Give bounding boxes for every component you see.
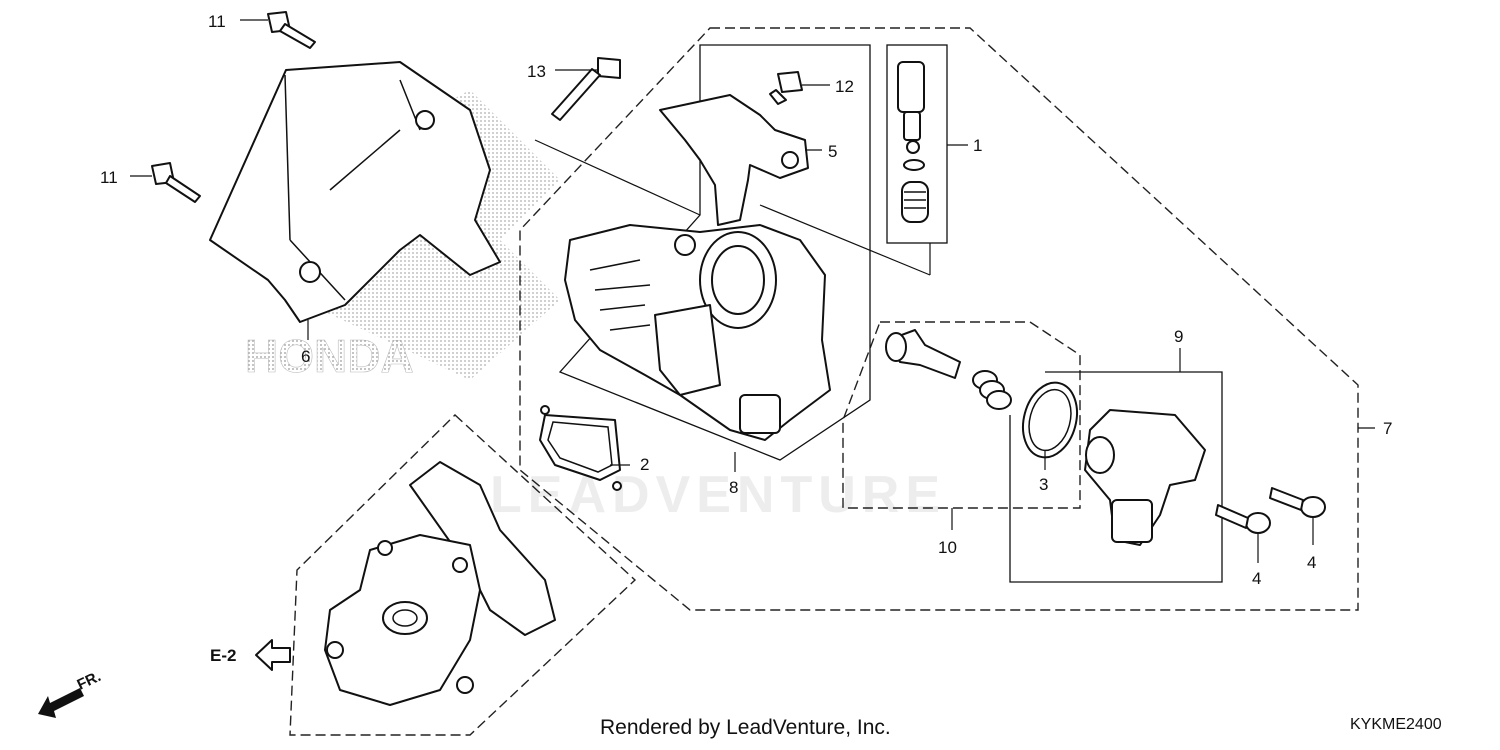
intake-pipe-frame	[289, 414, 637, 736]
throttle-body-part-8	[564, 224, 831, 441]
sensor-part-9	[1084, 409, 1206, 546]
spring-part-10	[972, 370, 1012, 410]
callout-2: 2	[640, 455, 649, 474]
callout-3: 3	[1039, 475, 1048, 494]
gasket-part-2	[539, 405, 622, 491]
bracket-part-5	[659, 94, 809, 226]
callout-8: 8	[729, 478, 738, 497]
intake-pipe	[324, 461, 556, 706]
rendered-by-credit: Rendered by LeadVenture, Inc.	[600, 716, 891, 739]
callout-7: 7	[1383, 419, 1392, 438]
callout-12: 12	[835, 77, 854, 96]
front-arrow-icon	[38, 688, 84, 718]
screw-part-4-left	[1215, 504, 1271, 534]
left-arrow-icon	[255, 639, 291, 671]
o-ring-part-3	[1022, 381, 1078, 459]
callout-4-right: 4	[1307, 553, 1316, 572]
shaft-part-10	[885, 329, 1012, 410]
protector-part-6	[209, 61, 501, 323]
front-label: FR.	[75, 668, 104, 694]
callout-5: 5	[828, 142, 837, 161]
frame-9	[1009, 371, 1223, 583]
e2-reference: E-2	[210, 639, 291, 671]
screw-part-4-right	[1269, 487, 1326, 518]
honda-watermark-text: HONDA	[245, 330, 414, 382]
frame-10	[842, 321, 1081, 509]
callout-10: 10	[938, 538, 957, 557]
callout-9: 9	[1174, 327, 1183, 346]
callouts: 11 11 13 12 1 5 6 2 8 9 7 3 10 4 4	[100, 12, 1392, 588]
injector-part-1	[897, 61, 929, 223]
callout-11-left: 11	[100, 168, 118, 187]
leadventure-watermark: LEADVENTURE	[490, 466, 946, 524]
callout-4-left: 4	[1252, 569, 1261, 588]
bolt-11-left	[151, 162, 201, 203]
bolt-11-top	[267, 11, 316, 49]
leader-lines	[130, 19, 1375, 563]
e2-label: E-2	[210, 646, 236, 665]
throttle-body-assembly-frame	[519, 27, 1359, 611]
bolt-13	[551, 57, 621, 121]
callout-1: 1	[973, 136, 982, 155]
frame-1	[886, 44, 948, 244]
callout-6: 6	[301, 347, 310, 366]
callout-13: 13	[527, 62, 546, 81]
diagram-code: KYKME2400	[1350, 716, 1442, 733]
front-direction: FR.	[38, 668, 104, 718]
bolt-12	[769, 71, 803, 105]
callout-11-top: 11	[208, 12, 226, 31]
